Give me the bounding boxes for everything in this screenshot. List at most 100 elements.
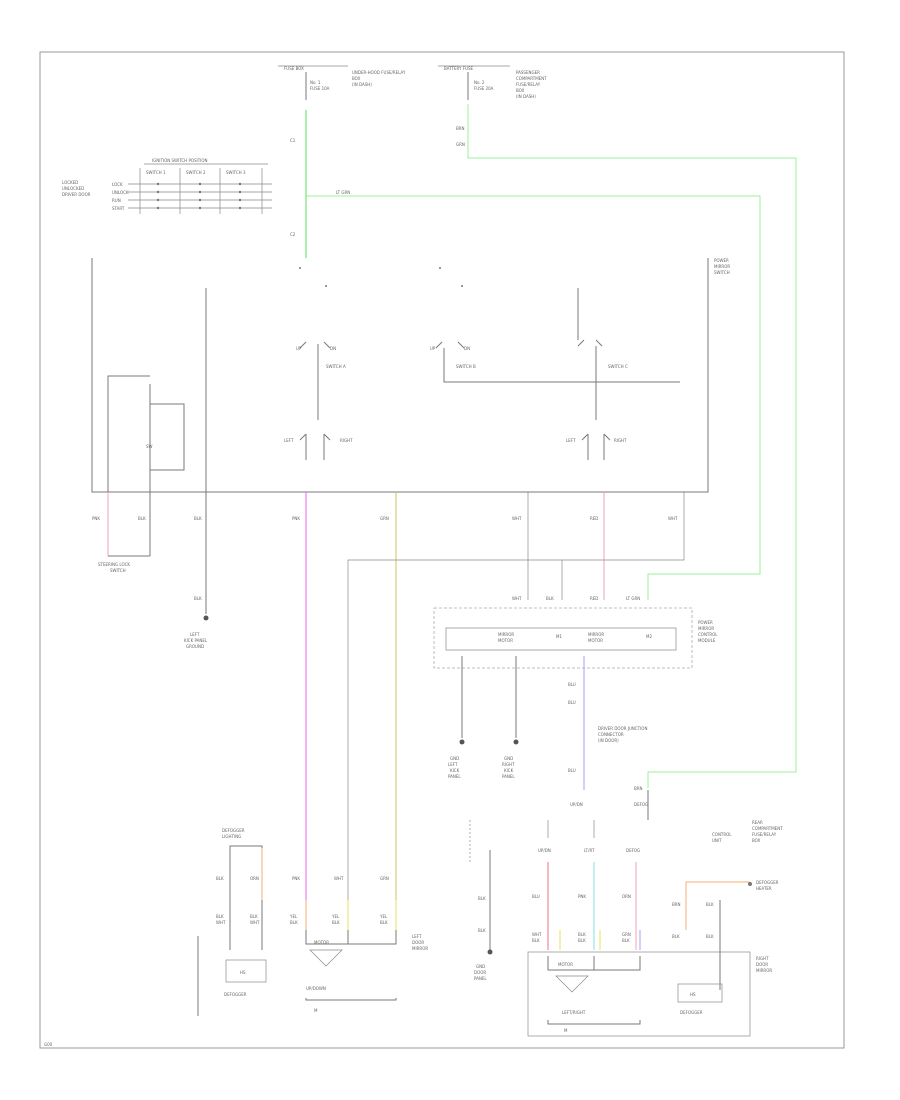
fuse-box-left-desc-3: (IN DASH)	[352, 82, 372, 87]
fuse-left-rating: FUSE 10A	[310, 86, 330, 91]
switch-b-label: SWITCH B	[456, 364, 476, 369]
fuse-right-number: No. 2	[474, 80, 485, 85]
ignition-row-1: LOCK	[112, 182, 123, 187]
ground-right-1: GND	[504, 756, 513, 761]
svg-text:M: M	[314, 1008, 318, 1013]
svg-text:BLK: BLK	[478, 896, 486, 901]
fuse-box-left-title: FUSE BOX	[284, 66, 304, 71]
ground-left-4: PANEL	[448, 774, 461, 779]
control-unit-1: CONTROL	[712, 832, 732, 837]
wire-bottom-1: BLU	[532, 894, 540, 899]
svg-text:BLK: BLK	[290, 920, 298, 925]
switch-a-label: SWITCH A	[326, 364, 346, 369]
cell-5: MOTOR	[588, 638, 603, 643]
bottom-label-3: DEFOG	[634, 802, 648, 807]
fuse-box-left-desc-1: UNDER-HOOD FUSE/RELAY	[352, 70, 406, 75]
ground-left-3: KICK	[450, 768, 460, 773]
left-mirror-1: LEFT	[412, 934, 422, 939]
left-defogger-label: DEFOGGER	[224, 992, 247, 997]
svg-text:BLK: BLK	[578, 938, 586, 943]
fuse-box-left-desc-2: BOX	[352, 76, 361, 81]
right-mirror-2: DOOR	[756, 962, 768, 967]
svg-text:BLK: BLK	[622, 938, 630, 943]
cell-4: MIRROR	[588, 632, 604, 637]
svg-text:YEL: YEL	[379, 914, 388, 919]
svg-text:BLK: BLK	[706, 902, 714, 907]
svg-text:GRN: GRN	[380, 876, 389, 881]
svg-text:BLU: BLU	[568, 682, 576, 687]
switch-output-wires: PNK BLK BLK PNK GRN WHT RED WHT STEERING…	[92, 492, 685, 930]
cell-2: MOTOR	[498, 638, 513, 643]
svg-text:LT GRN: LT GRN	[336, 190, 350, 195]
bottom-label-1: UP/DN	[570, 802, 583, 807]
pmcm-label-2: MIRROR	[698, 626, 714, 631]
diagram-border	[39, 51, 845, 1049]
svg-text:C2: C2	[290, 232, 296, 237]
ddj-label-2: CONNECTOR	[598, 732, 624, 737]
heater-unit-2: HEATER	[756, 886, 772, 891]
svg-text:BLK: BLK	[332, 920, 340, 925]
wire-bottom-5: BLK	[578, 932, 586, 937]
svg-text:BLK: BLK	[672, 934, 680, 939]
pms-label-1: POWER	[714, 258, 729, 263]
left-mirror-3: MIRROR	[412, 946, 428, 951]
pmcm-label-4: MODULE	[698, 638, 716, 643]
wire-color-7: RED	[590, 516, 598, 521]
svg-text:BLK: BLK	[706, 934, 714, 939]
ground-left-2: LEFT	[448, 762, 458, 767]
green-supply-wires: C1 C2 BRN GRN LT GRN	[290, 104, 797, 788]
wire-bottom-2: PNK	[578, 894, 586, 899]
fuse-box-right-title: BATTERY FUSE	[444, 66, 474, 71]
left-kick-ground-2: KICK PANEL	[184, 638, 208, 643]
rear-comp-2: COMPARTMENT	[752, 826, 783, 831]
svg-text:RED: RED	[590, 596, 598, 601]
wire-bottom-3: ORN	[622, 894, 631, 899]
right-mirror-1: RIGHT	[756, 956, 769, 961]
svg-text:UP: UP	[296, 346, 302, 351]
left-motor-label: MOTOR	[314, 940, 329, 945]
svg-text:PNK: PNK	[292, 876, 300, 881]
left-up-down: UP/DOWN	[306, 986, 326, 991]
switch-a-left: LEFT	[284, 438, 294, 443]
svg-text:WHT: WHT	[216, 920, 226, 925]
right-motor-label: MOTOR	[558, 962, 573, 967]
fuse-left-number: No. 1	[310, 80, 321, 85]
svg-text:DOOR: DOOR	[474, 970, 486, 975]
diagram-tag: G00	[44, 1042, 53, 1047]
ground-symbol-left-kick	[203, 615, 209, 621]
wire-bottom-4: WHT	[532, 932, 542, 937]
svg-text:BLK: BLK	[380, 920, 388, 925]
fuse-right-rating: FUSE 20A	[474, 86, 494, 91]
svg-text:WHT: WHT	[334, 876, 344, 881]
right-defogger-label: DEFOGGER	[680, 1010, 703, 1015]
pmcm-label-3: CONTROL	[698, 632, 718, 637]
fuse-box-right: BATTERY FUSE PASSENGER COMPARTMENT FUSE/…	[438, 65, 547, 100]
fuse-box-right-desc-3: FUSE/RELAY	[516, 82, 541, 87]
svg-text:DN: DN	[330, 346, 336, 351]
svg-text:DN: DN	[464, 346, 470, 351]
right-door-mirror-section: UP/DN DEFOG UP/DN LT/RT DEFOG BLU PNK OR…	[527, 790, 783, 1037]
heater-unit-1: DEFOGGER	[756, 880, 779, 885]
power-mirror-control-module: POWER MIRROR CONTROL MODULE MIRROR MOTOR…	[433, 596, 718, 791]
cell-3: M1	[556, 634, 562, 639]
svg-text:BLK: BLK	[194, 596, 202, 601]
steering-lock-label-2: SWITCH	[110, 568, 126, 573]
svg-text:M: M	[564, 1028, 568, 1033]
svg-text:BRN: BRN	[634, 786, 643, 791]
pmcm-label-1: POWER	[698, 620, 713, 625]
svg-text:LT GRN: LT GRN	[626, 596, 640, 601]
ignition-col-2: SWITCH 2	[186, 170, 206, 175]
svg-text:BLK: BLK	[250, 914, 258, 919]
ground-symbol-left	[459, 739, 465, 745]
ignition-side-3: DRIVER DOOR	[62, 192, 91, 197]
svg-text:DEFOG: DEFOG	[626, 848, 640, 853]
ground-right-4: PANEL	[502, 774, 515, 779]
ignition-col-3: SWITCH 3	[226, 170, 246, 175]
ground-symbol-right	[513, 739, 519, 745]
ignition-row-2: UNLOCK	[112, 190, 129, 195]
ignition-switch-table: IGNITION SWITCH POSITION SWITCH 1 SWITCH…	[62, 158, 272, 214]
ignition-table-title: IGNITION SWITCH POSITION	[152, 158, 207, 163]
